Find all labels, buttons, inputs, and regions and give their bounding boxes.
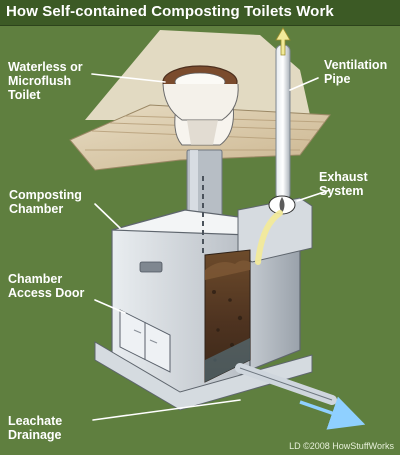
- drop-chute-highlight: [190, 150, 198, 270]
- access-door-handle-right: [149, 339, 158, 344]
- callout-door: [94, 299, 126, 314]
- label-leachate-drainage: Leachate Drainage: [8, 414, 63, 442]
- toilet-shadow: [187, 120, 218, 145]
- credit-line: LD ©2008 HowStuffWorks: [289, 441, 394, 451]
- callout-leachate: [92, 399, 241, 421]
- access-door-handle-left: [133, 329, 142, 334]
- chamber-vent-slot: [139, 261, 163, 273]
- label-composting-chamber: Composting Chamber: [9, 188, 82, 216]
- ventilation-pipe: [275, 44, 291, 201]
- callout-chamber: [94, 203, 121, 229]
- leachate-layer: [205, 338, 250, 382]
- exhaust-fan-blades: [279, 197, 285, 213]
- chamber-access-door: [119, 309, 171, 373]
- ventilation-up-arrow: [275, 27, 291, 56]
- compost-surface: [205, 260, 250, 280]
- exhaust-air-flow-arrow: [255, 210, 283, 265]
- leachate-flow-arrow: [299, 396, 366, 430]
- callout-toilet: [91, 73, 166, 83]
- label-chamber-access-door: Chamber Access Door: [8, 272, 85, 300]
- label-ventilation-pipe: Ventilation Pipe: [324, 58, 388, 86]
- label-exhaust-system: Exhaust System: [319, 170, 368, 198]
- title-bar: How Self-contained Composting Toilets Wo…: [0, 0, 400, 26]
- diagram-title: How Self-contained Composting Toilets Wo…: [6, 3, 334, 20]
- callout-vent: [289, 77, 319, 91]
- callout-exhaust: [296, 189, 331, 202]
- leachate-drain-pipe-outline: [239, 367, 333, 401]
- label-toilet: Waterless or Microflush Toilet: [8, 60, 83, 102]
- callout-lines: [91, 73, 331, 421]
